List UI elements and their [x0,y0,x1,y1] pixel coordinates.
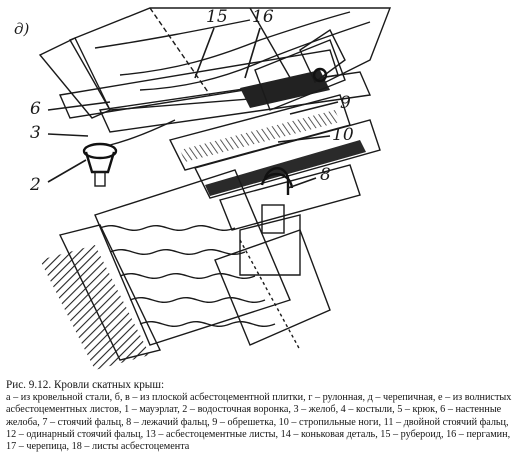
downpipe-funnel [82,119,176,187]
lying-seam [260,28,346,189]
leader-lines [47,27,339,189]
callout-3: 3 [30,123,41,143]
tile-courses [40,169,331,370]
callout-2: 2 [29,175,41,195]
battens-and-rafters [168,39,381,276]
callout-15: 15 [206,7,228,27]
subfigure-label: д) [14,20,30,38]
eaves-strip [38,37,372,133]
callout-8: 8 [320,165,331,185]
caption-text: а – из кровельной стали, б, в – из плоск… [6,392,512,453]
callout-9: 9 [340,93,351,113]
caption-title: Рис. 9.12. Кровли скатных крыш: [6,379,165,391]
callout-16: 16 [252,7,274,27]
callout-6: 6 [30,99,41,119]
figure-caption: Рис. 9.12. Кровли скатных крыш: а – из к… [6,379,512,453]
callout-10: 10 [332,125,354,145]
